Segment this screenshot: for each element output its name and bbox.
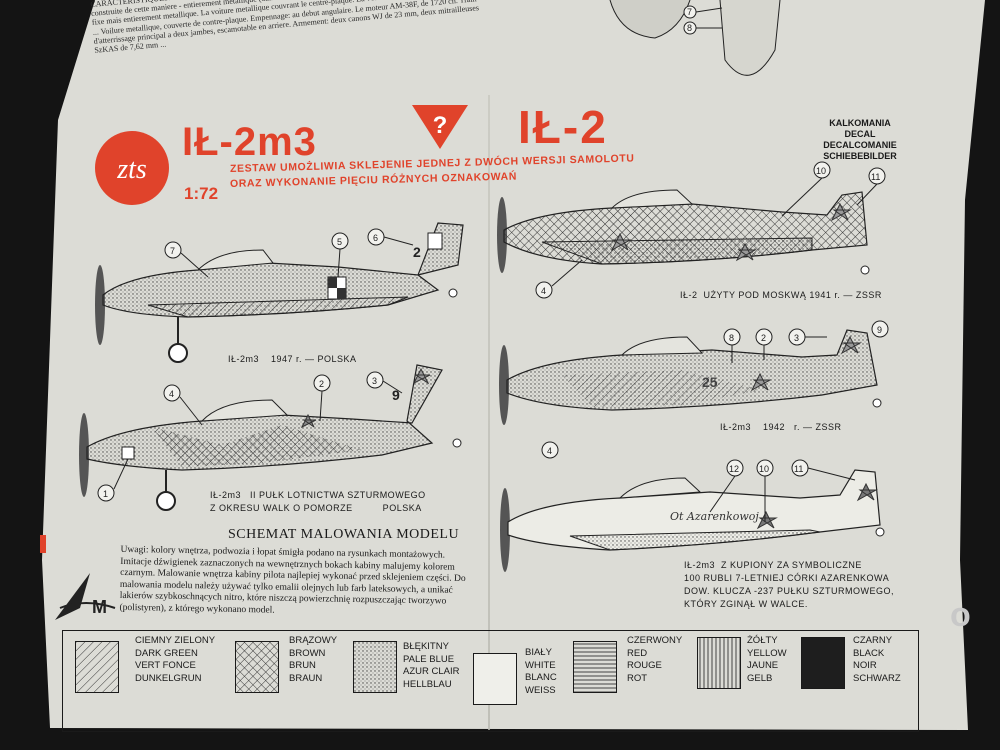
svg-text:2: 2 bbox=[761, 333, 766, 343]
background-glyph: o bbox=[950, 596, 971, 634]
swatch-yellow bbox=[697, 637, 741, 689]
svg-text:4: 4 bbox=[541, 286, 546, 296]
swatch-dark-green bbox=[75, 641, 119, 693]
caption-zssr-1942: IŁ-2m3 1942 r. — ZSSR bbox=[720, 422, 842, 432]
caption-pomorze-line-2: Z OKRESU WALK O POMORZE POLSKA bbox=[210, 503, 422, 513]
svg-text:6: 6 bbox=[373, 233, 378, 243]
svg-text:11: 11 bbox=[871, 172, 880, 182]
plane-drawing-moskwa-1941: 10 11 4 bbox=[497, 161, 886, 299]
plane-drawing-polka-pomorze: 9 4 2 3 1 bbox=[79, 364, 462, 511]
swatch-black bbox=[801, 637, 845, 689]
svg-text:10: 10 bbox=[816, 166, 826, 176]
svg-text:Ot Azarenkowoj: Ot Azarenkowoj bbox=[670, 510, 759, 523]
plane-drawing-azarenkowa: 4 Ot Azarenkowoj 12 10 11 bbox=[500, 441, 885, 572]
svg-text:8: 8 bbox=[729, 333, 734, 343]
svg-text:3: 3 bbox=[372, 376, 377, 386]
caption-polska-1947: IŁ-2m3 1947 r. — POLSKA bbox=[228, 354, 357, 364]
caption-pomorze-line-1: IŁ-2m3 II PUŁK LOTNICTWA SZTURMOWEGO bbox=[210, 490, 426, 500]
svg-text:5: 5 bbox=[337, 237, 342, 247]
plane-drawing-polska-1947: 2 7 5 6 bbox=[95, 222, 464, 363]
decal-line-pl: KALKOMANIA bbox=[829, 118, 891, 128]
swatch-white bbox=[473, 653, 517, 705]
schemat-notes: Uwagi: kolory wnętrza, podwozia i łopat … bbox=[119, 544, 466, 616]
svg-text:12: 12 bbox=[729, 464, 739, 474]
plane-drawing-zssr-1942: 25 8 2 3 9 bbox=[499, 320, 889, 425]
svg-text:4: 4 bbox=[169, 389, 174, 399]
caption-moskwa-1941: IŁ-2 UŻYTY POD MOSKWĄ 1941 r. — ZSSR bbox=[680, 290, 882, 300]
decal-label: KALKOMANIA DECAL DECALCOMANIE SCHIEBEBIL… bbox=[815, 118, 905, 162]
modeller-logo: M bbox=[55, 573, 116, 620]
svg-text:9: 9 bbox=[877, 325, 882, 335]
svg-text:10: 10 bbox=[759, 464, 769, 474]
decal-line-fr: DECALCOMANIE bbox=[823, 140, 897, 150]
caption-azarenkowa-line-1: IŁ-2m3 Z KUPIONY ZA SYMBOLICZNE bbox=[684, 560, 862, 570]
swatch-red bbox=[573, 641, 617, 693]
svg-text:3: 3 bbox=[794, 333, 799, 343]
caption-azarenkowa-line-3: DOW. KLUCZA -237 PUŁKU SZTURMOWEGO, bbox=[684, 586, 895, 596]
svg-text:25: 25 bbox=[702, 374, 718, 390]
svg-text:8: 8 bbox=[687, 23, 692, 33]
svg-text:2: 2 bbox=[319, 379, 324, 389]
caption-azarenkowa-line-4: KTÓRY ZGINĄŁ W WALCE. bbox=[684, 599, 808, 609]
svg-text:?: ? bbox=[433, 112, 448, 139]
svg-text:7: 7 bbox=[687, 7, 692, 17]
question-badge: ? bbox=[412, 105, 468, 149]
title-il2: IŁ-2 bbox=[518, 101, 608, 153]
partial-propeller-drawing: 7 8 bbox=[609, 0, 781, 76]
swatch-pale-blue bbox=[353, 641, 397, 693]
caption-azarenkowa-line-2: 100 RUBLI 7-LETNIEJ CÓRKI AZARENKOWA bbox=[684, 573, 890, 583]
svg-text:M: M bbox=[92, 597, 107, 617]
scale-label: 1:72 bbox=[184, 184, 219, 203]
decal-line-de: SCHIEBEBILDER bbox=[823, 151, 897, 161]
center-fold bbox=[488, 95, 490, 730]
schemat-title: SCHEMAT MALOWANIA MODELU bbox=[228, 527, 460, 542]
title-il2m3: IŁ-2m3 bbox=[182, 120, 317, 164]
svg-text:11: 11 bbox=[794, 464, 803, 474]
svg-text:2: 2 bbox=[413, 244, 421, 260]
svg-text:7: 7 bbox=[170, 246, 175, 256]
svg-text:zts: zts bbox=[116, 154, 147, 185]
red-edge-mark bbox=[40, 535, 46, 553]
svg-text:4: 4 bbox=[547, 446, 552, 456]
decal-line-en: DECAL bbox=[844, 129, 876, 139]
swatch-brown bbox=[235, 641, 279, 693]
svg-text:1: 1 bbox=[103, 489, 108, 499]
svg-text:9: 9 bbox=[392, 387, 400, 403]
zts-logo: zts bbox=[95, 131, 169, 205]
